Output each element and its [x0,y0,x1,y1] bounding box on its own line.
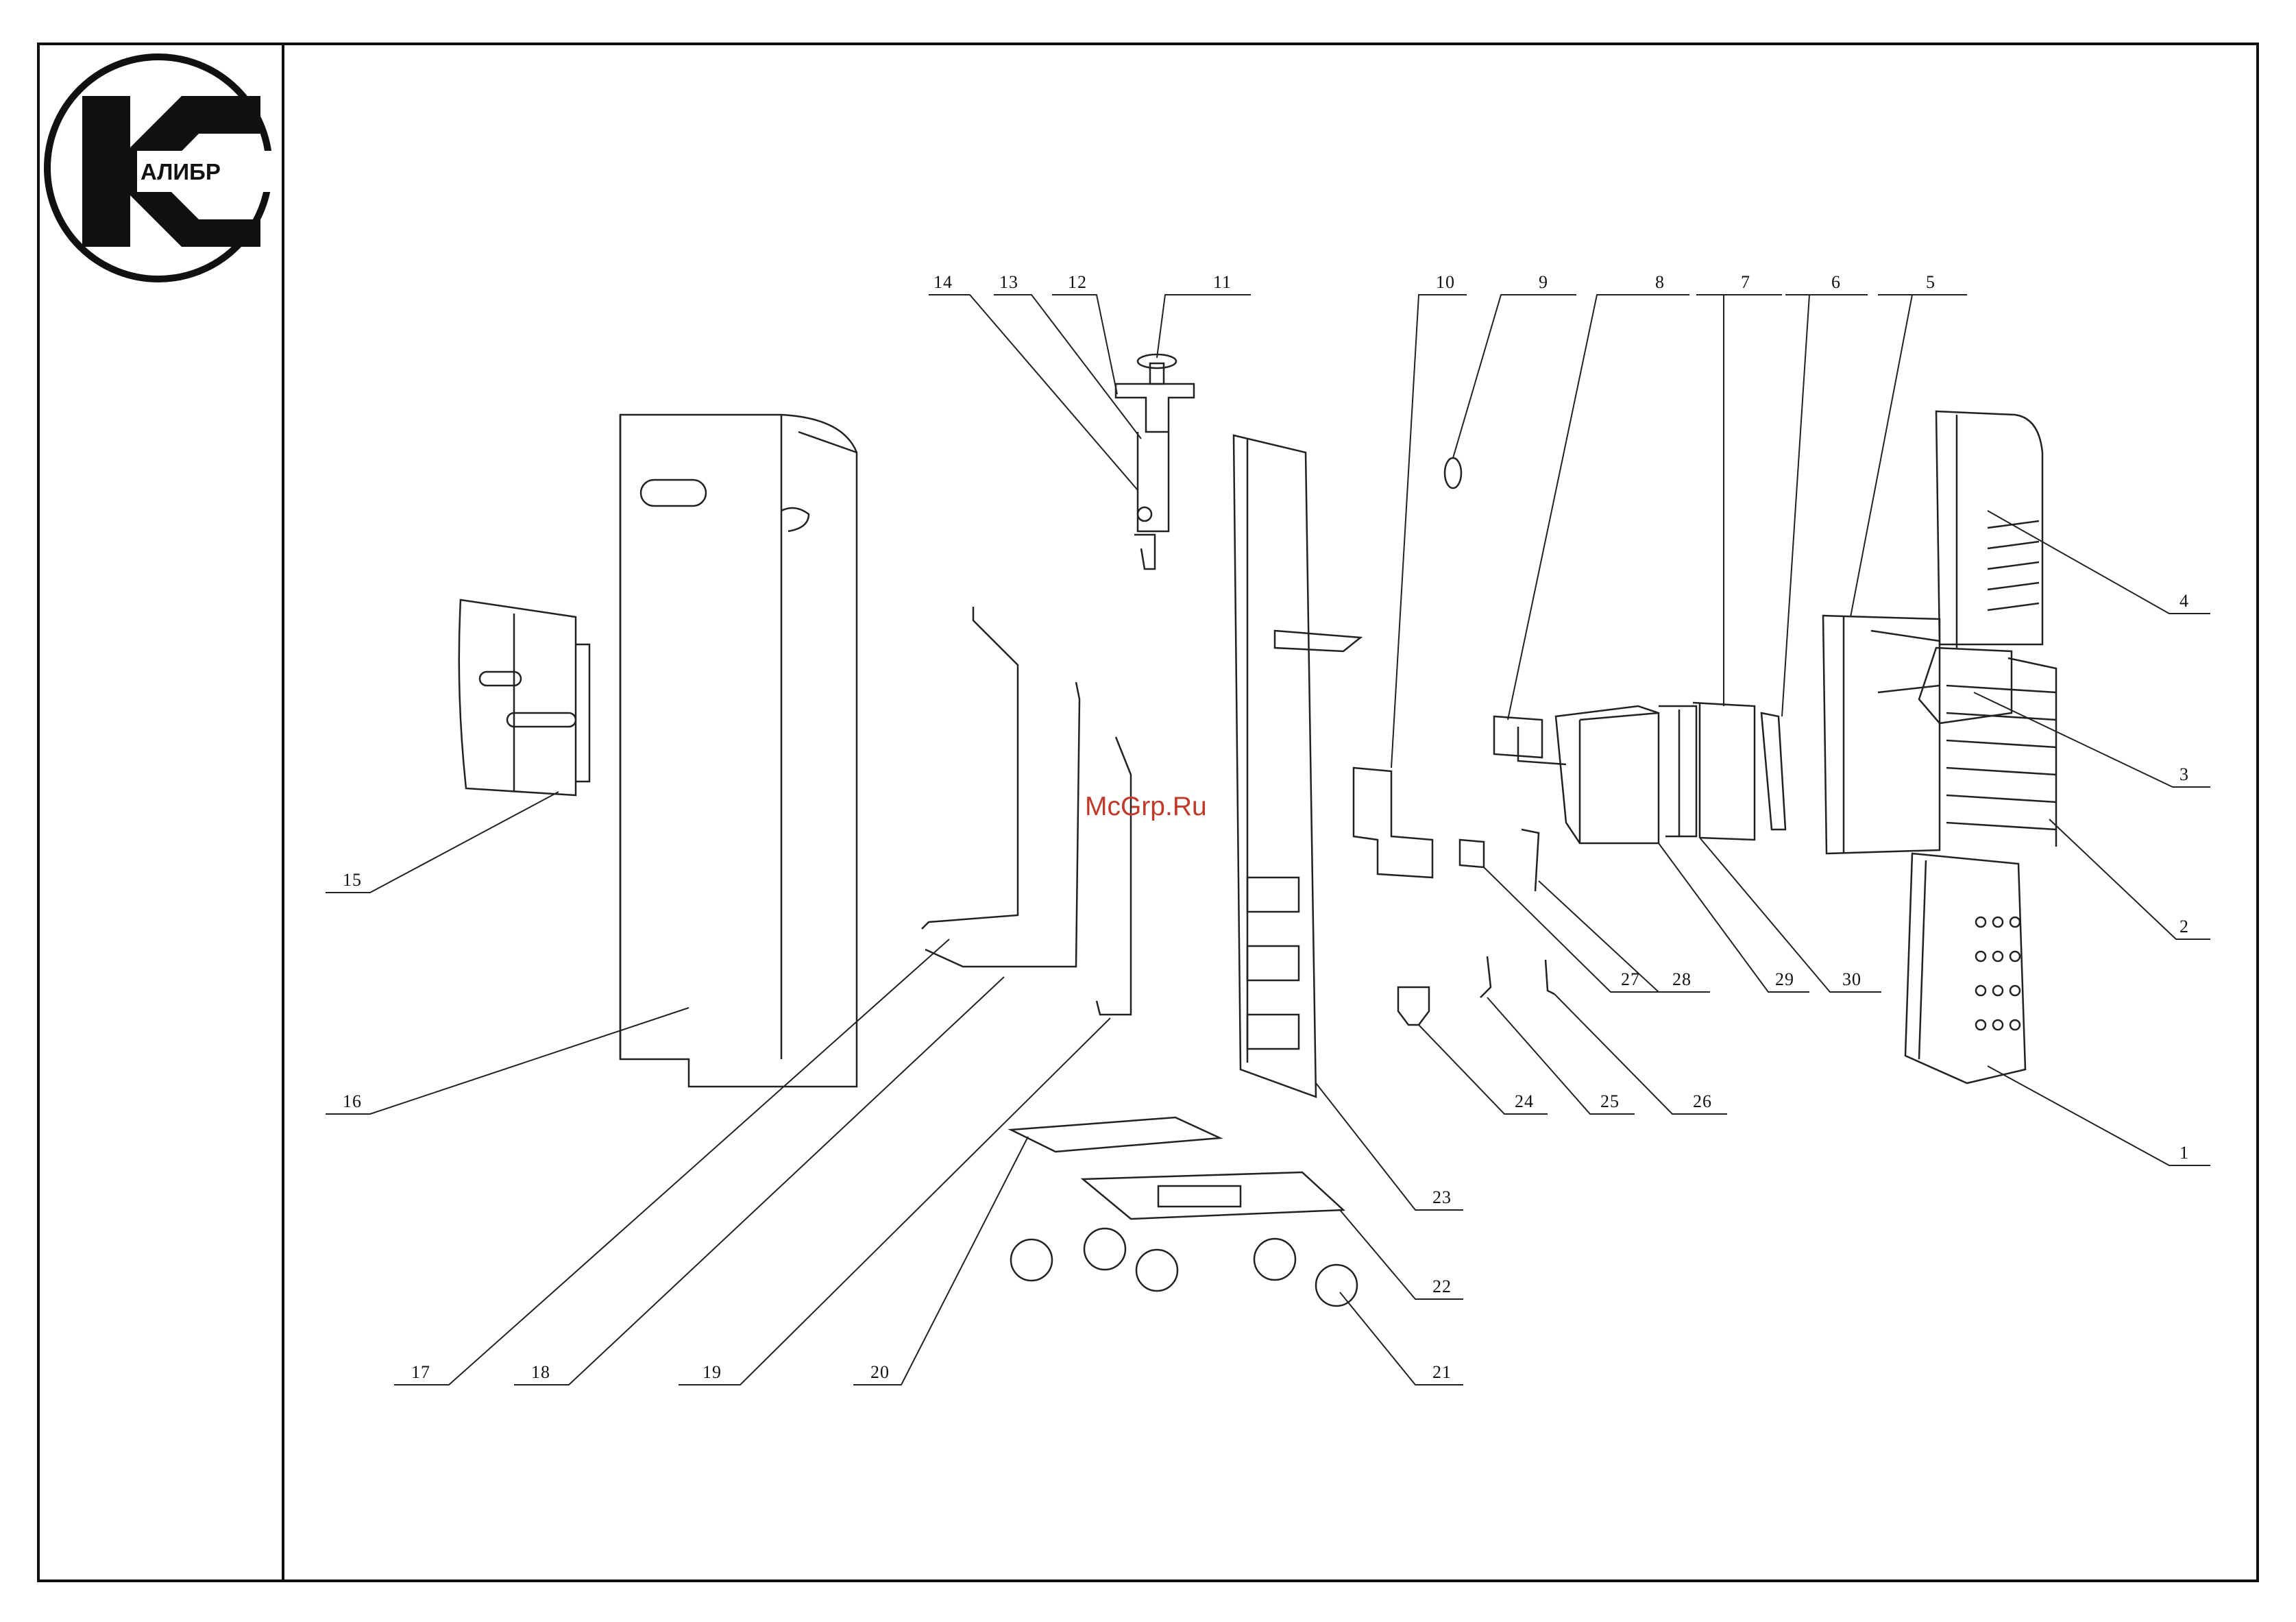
callout-3: 3 [2179,764,2189,784]
part-6-strip [1761,713,1785,830]
part-21-casters [1011,1228,1357,1306]
kalibr-logo: АЛИБР [47,57,274,279]
leader-12 [1052,295,1117,394]
callout-18: 18 [531,1362,550,1382]
leader-8 [1508,295,1607,720]
callout-6: 6 [1831,272,1841,292]
part-30-screen [1659,706,1696,836]
leader-18 [514,977,1004,1385]
part-20-base-plate [1011,1117,1220,1152]
part-16-body-shell [620,415,857,1087]
callout-24: 24 [1515,1091,1534,1111]
callout-5: 5 [1926,272,1935,292]
leader-11 [1157,295,1251,358]
part-11-14-gas-valve-assembly [1116,354,1194,569]
part-9-sight-glass [1445,458,1461,488]
callout-4: 4 [2179,591,2189,611]
part-10-bracket [1354,768,1432,877]
callout-27: 27 [1621,969,1640,989]
callout-15: 15 [343,870,362,890]
part-26-thermocouple [1546,960,1554,994]
watermark: McGrp.Ru [1085,792,1207,822]
callout-26: 26 [1693,1091,1712,1111]
part-23-back-panel [1234,435,1360,1097]
part-24-knob [1398,987,1429,1025]
leader-4 [1988,511,2210,614]
leader-17 [394,939,949,1385]
part-4-top-cover [1936,411,2042,648]
part-18-gas-tube [925,682,1079,967]
callout-16: 16 [343,1091,362,1111]
callout-22: 22 [1432,1276,1452,1296]
part-25-electrode [1480,956,1491,997]
leader-5 [1851,295,1912,617]
callout-17: 17 [411,1362,430,1382]
part-19-gas-tube [1097,737,1131,1015]
part-27-bracket [1460,840,1484,867]
callout-25: 25 [1600,1091,1620,1111]
callout-7: 7 [1741,272,1750,292]
callout-8: 8 [1655,272,1665,292]
part-7-frame [1693,703,1755,840]
part-15-side-shield [459,600,589,795]
callout-23: 23 [1432,1187,1452,1207]
callout-12: 12 [1068,272,1087,292]
part-22-base-plate [1083,1172,1343,1219]
logo-wordmark: АЛИБР [141,159,221,184]
callout-21: 21 [1432,1362,1452,1382]
callout-2: 2 [2179,917,2189,936]
leader-20 [853,1137,1028,1385]
callout-14: 14 [933,272,953,292]
part-2-wire-grille [1946,658,2056,847]
leader-7 [1696,295,1724,706]
leader-19 [679,1018,1110,1385]
leader-16 [326,1008,689,1114]
callout-20: 20 [870,1362,890,1382]
leader-13 [994,295,1141,439]
leader-9 [1453,295,1511,458]
callout-28: 28 [1672,969,1692,989]
callout-10: 10 [1436,272,1455,292]
callout-11: 11 [1213,272,1232,292]
callout-9: 9 [1539,272,1548,292]
callout-19: 19 [703,1362,722,1382]
callout-13: 13 [999,272,1018,292]
leader-3 [1974,692,2210,787]
part-28-pilot [1522,830,1539,891]
part-17-gas-tube [922,607,1018,929]
part-1-lower-cover [1905,854,2025,1083]
callout-30: 30 [1842,969,1861,989]
callout-1: 1 [2179,1143,2189,1163]
leader-1 [1988,1066,2210,1165]
part-29-burner-box [1556,706,1659,843]
part-5-front-frame [1823,616,1940,854]
leader-10 [1391,295,1429,768]
callout-29: 29 [1775,969,1794,989]
part-8-ceramic-plates [1494,716,1566,764]
leader-6 [1782,295,1809,716]
